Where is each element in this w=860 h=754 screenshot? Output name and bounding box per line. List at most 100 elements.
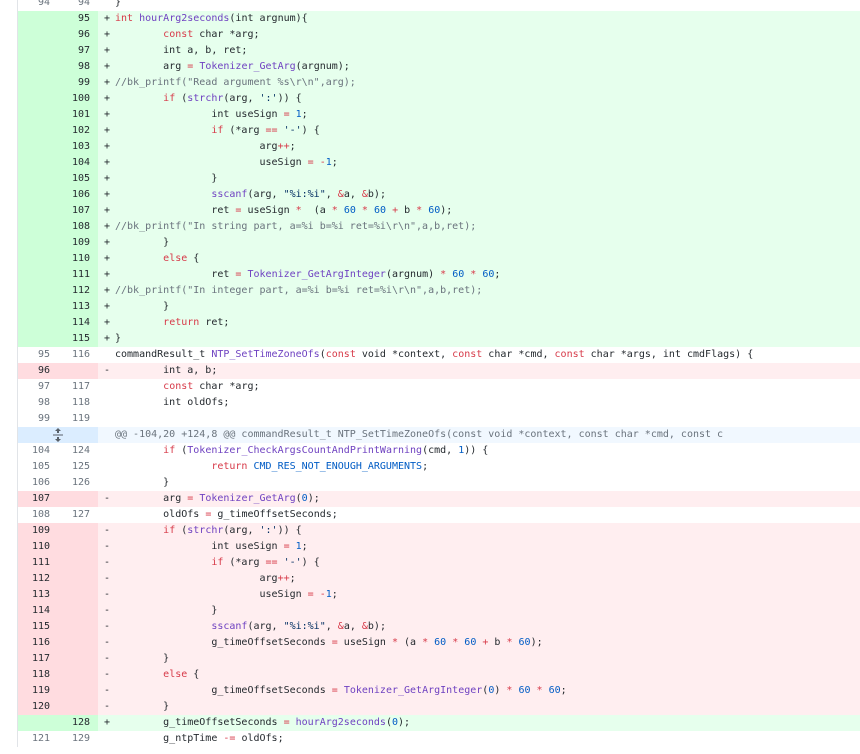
new-line-number[interactable]: 96 — [58, 27, 98, 43]
new-line-number[interactable]: 114 — [58, 315, 98, 331]
old-line-number[interactable] — [18, 91, 58, 107]
old-line-number[interactable]: 110 — [18, 539, 58, 555]
old-line-number[interactable]: 108 — [18, 507, 58, 523]
new-line-number[interactable] — [58, 491, 98, 507]
new-line-number[interactable] — [58, 619, 98, 635]
old-line-number[interactable] — [18, 187, 58, 203]
old-line-number[interactable] — [18, 235, 58, 251]
new-line-number[interactable] — [58, 603, 98, 619]
old-line-number[interactable] — [18, 715, 58, 731]
code-content: if (strchr(arg, ':')) { — [115, 523, 860, 539]
old-line-number[interactable] — [18, 171, 58, 187]
new-line-number[interactable] — [58, 651, 98, 667]
old-line-number[interactable] — [18, 299, 58, 315]
old-line-number[interactable]: 116 — [18, 635, 58, 651]
old-line-number[interactable] — [18, 155, 58, 171]
new-line-number[interactable]: 117 — [58, 379, 98, 395]
new-line-number[interactable]: 94 — [58, 0, 98, 11]
new-line-number[interactable]: 110 — [58, 251, 98, 267]
new-line-number[interactable]: 128 — [58, 715, 98, 731]
code-token: ( — [295, 493, 302, 504]
old-line-number[interactable] — [18, 139, 58, 155]
old-line-number[interactable] — [18, 107, 58, 123]
old-line-number[interactable]: 121 — [18, 731, 58, 747]
old-line-number[interactable]: 95 — [18, 347, 58, 363]
old-line-number[interactable] — [18, 27, 58, 43]
new-line-number[interactable]: 98 — [58, 59, 98, 75]
old-line-number[interactable] — [18, 75, 58, 91]
old-line-number[interactable]: 119 — [18, 683, 58, 699]
code-token: hourArg2seconds — [139, 13, 230, 24]
new-line-number[interactable]: 104 — [58, 155, 98, 171]
old-line-number[interactable] — [18, 283, 58, 299]
new-line-number[interactable]: 115 — [58, 331, 98, 347]
new-line-number[interactable] — [58, 539, 98, 555]
new-line-number[interactable] — [58, 523, 98, 539]
new-line-number[interactable]: 106 — [58, 187, 98, 203]
new-line-number[interactable] — [58, 587, 98, 603]
old-line-number[interactable]: 109 — [18, 523, 58, 539]
old-line-number[interactable]: 111 — [18, 555, 58, 571]
code-token: const — [325, 349, 356, 360]
new-line-number[interactable]: 116 — [58, 347, 98, 363]
old-line-number[interactable] — [18, 43, 58, 59]
new-line-number[interactable]: 126 — [58, 475, 98, 491]
new-line-number[interactable]: 112 — [58, 283, 98, 299]
new-line-number[interactable]: 118 — [58, 395, 98, 411]
new-line-number[interactable]: 124 — [58, 443, 98, 459]
old-line-number[interactable]: 97 — [18, 379, 58, 395]
new-line-number[interactable]: 119 — [58, 411, 98, 427]
new-line-number[interactable] — [58, 635, 98, 651]
code-token — [115, 93, 163, 104]
old-line-number[interactable]: 106 — [18, 475, 58, 491]
old-line-number[interactable]: 99 — [18, 411, 58, 427]
new-line-number[interactable]: 111 — [58, 267, 98, 283]
old-line-number[interactable] — [18, 251, 58, 267]
new-line-number[interactable] — [58, 363, 98, 379]
old-line-number[interactable] — [18, 315, 58, 331]
new-line-number[interactable]: 97 — [58, 43, 98, 59]
old-line-number[interactable]: 112 — [18, 571, 58, 587]
new-line-number[interactable]: 108 — [58, 219, 98, 235]
new-line-number[interactable] — [58, 555, 98, 571]
old-line-number[interactable]: 115 — [18, 619, 58, 635]
new-line-number[interactable]: 102 — [58, 123, 98, 139]
old-line-number[interactable] — [18, 331, 58, 347]
new-line-number[interactable]: 95 — [58, 11, 98, 27]
old-line-number[interactable]: 104 — [18, 443, 58, 459]
unfold-icon[interactable] — [18, 427, 98, 443]
new-line-number[interactable]: 101 — [58, 107, 98, 123]
old-line-number[interactable]: 94 — [18, 0, 58, 11]
old-line-number[interactable]: 114 — [18, 603, 58, 619]
old-line-number[interactable] — [18, 267, 58, 283]
new-line-number[interactable]: 125 — [58, 459, 98, 475]
old-line-number[interactable]: 98 — [18, 395, 58, 411]
new-line-number[interactable]: 100 — [58, 91, 98, 107]
new-line-number[interactable] — [58, 571, 98, 587]
new-line-number[interactable]: 127 — [58, 507, 98, 523]
old-line-number[interactable]: 120 — [18, 699, 58, 715]
old-line-number[interactable] — [18, 59, 58, 75]
old-line-number[interactable] — [18, 219, 58, 235]
new-line-number[interactable]: 103 — [58, 139, 98, 155]
new-line-number[interactable]: 107 — [58, 203, 98, 219]
old-line-number[interactable]: 113 — [18, 587, 58, 603]
new-line-number[interactable] — [58, 667, 98, 683]
new-line-number[interactable]: 105 — [58, 171, 98, 187]
old-line-number[interactable]: 118 — [18, 667, 58, 683]
new-line-number[interactable] — [58, 699, 98, 715]
old-line-number[interactable] — [18, 11, 58, 27]
old-line-number[interactable] — [18, 123, 58, 139]
old-line-number[interactable] — [18, 203, 58, 219]
code-token: else — [163, 253, 188, 264]
new-line-number[interactable]: 129 — [58, 731, 98, 747]
old-line-number[interactable]: 96 — [18, 363, 58, 379]
old-line-number[interactable]: 117 — [18, 651, 58, 667]
new-line-number[interactable]: 113 — [58, 299, 98, 315]
new-line-number[interactable] — [58, 683, 98, 699]
new-line-number[interactable]: 99 — [58, 75, 98, 91]
new-line-number[interactable]: 109 — [58, 235, 98, 251]
old-line-number[interactable]: 105 — [18, 459, 58, 475]
old-line-number[interactable]: 107 — [18, 491, 58, 507]
code-token: oldOfs — [115, 509, 206, 520]
